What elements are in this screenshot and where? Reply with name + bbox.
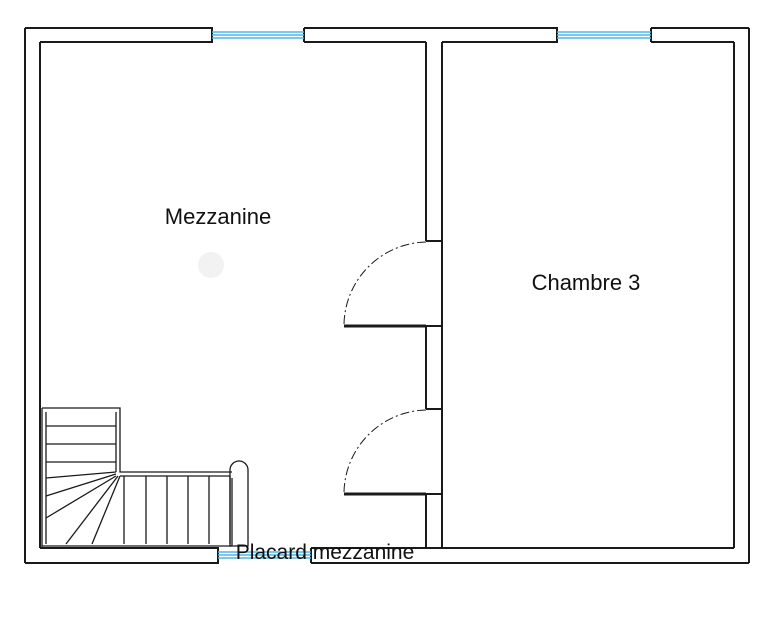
closet-door-lower xyxy=(343,409,427,496)
window-top-left xyxy=(212,31,304,39)
window-top-right xyxy=(557,31,651,39)
partition-wall xyxy=(425,42,443,548)
smudge-mark xyxy=(198,252,224,278)
staircase xyxy=(41,407,249,548)
closet-door-upper xyxy=(343,241,427,328)
window-bottom xyxy=(218,551,311,559)
windows xyxy=(212,31,651,559)
exterior-walls xyxy=(24,27,750,564)
room-label-placard-mezzanine: Placard mezzanine xyxy=(236,541,415,564)
room-label-mezzanine: Mezzanine xyxy=(165,204,271,229)
room-label-chambre-3: Chambre 3 xyxy=(532,270,641,295)
